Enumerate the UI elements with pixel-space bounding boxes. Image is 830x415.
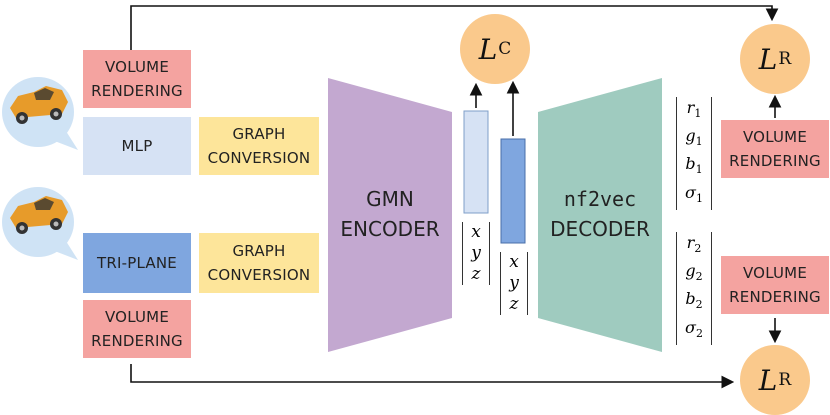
output-r2: r2: [686, 233, 702, 256]
coords-vector-encoder: x y z: [462, 222, 490, 285]
coord-z: z: [471, 264, 481, 284]
output-g2: g2: [685, 261, 703, 284]
mlp-input: MLP: [83, 117, 191, 175]
output-sigma1: σ1: [685, 182, 703, 205]
car-speech-bubble-icon: [2, 187, 78, 260]
loss-symbol: L: [758, 363, 778, 397]
loss-symbol: L: [758, 42, 778, 76]
latent-vector-dark: [500, 138, 526, 244]
coord-z: z: [509, 294, 519, 314]
output-b1: b1: [685, 154, 703, 177]
coord-x: x: [471, 222, 481, 242]
loss-subscript: R: [778, 49, 792, 69]
decoder-label-line2: DECODER: [550, 217, 650, 241]
output-r1: r1: [686, 98, 702, 121]
encoder-label-line1: GMN: [366, 187, 414, 211]
coord-y: y: [471, 243, 481, 263]
loss-subscript: C: [498, 39, 512, 59]
loss-subscript: R: [778, 370, 792, 390]
encoder-label: GMN ENCODER: [328, 184, 452, 244]
encoder-label-line2: ENCODER: [340, 217, 440, 241]
output-vector-top: r1 g1 b1 σ1: [676, 97, 712, 210]
output-b2: b2: [685, 289, 703, 312]
coord-x: x: [509, 252, 519, 272]
latent-vector-light: [463, 110, 489, 214]
output-g1: g1: [685, 126, 703, 149]
tri-plane-input: TRI-PLANE: [83, 233, 191, 293]
output-vector-bottom: r2 g2 b2 σ2: [676, 232, 712, 345]
car-speech-bubble-icon: [2, 77, 78, 150]
nf2vec-decoder-shape: [538, 78, 662, 352]
decoder-label: nf2vec DECODER: [538, 184, 662, 244]
decoder-label-line1: nf2vec: [563, 187, 637, 211]
coord-y: y: [509, 273, 519, 293]
gmn-encoder-shape: [328, 78, 452, 352]
output-sigma2: σ2: [685, 317, 703, 340]
coords-vector-decoder: x y z: [500, 252, 528, 315]
loss-symbol: L: [478, 32, 498, 66]
